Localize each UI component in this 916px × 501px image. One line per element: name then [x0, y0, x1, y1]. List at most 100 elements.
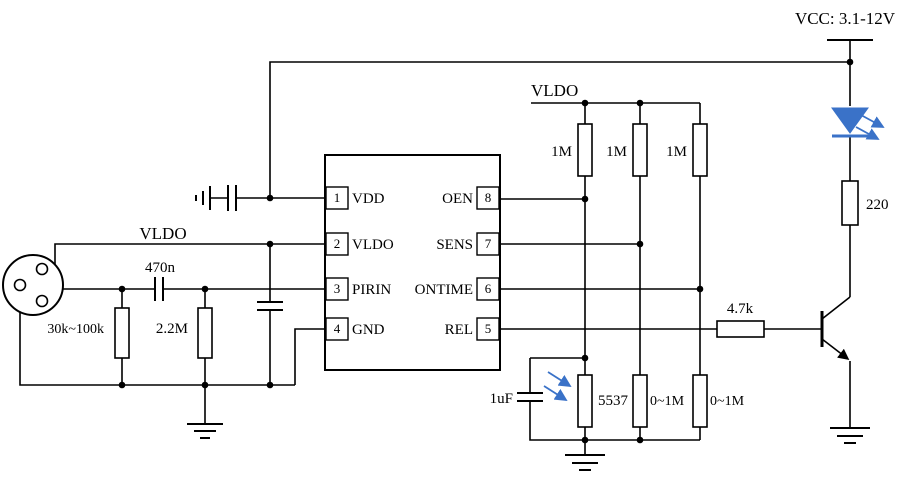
junction-dot [266, 240, 274, 248]
ground-symbol-right [830, 427, 870, 444]
resistor-body [577, 123, 593, 177]
pin-number: 3 [334, 281, 341, 296]
junction-dot [201, 285, 209, 293]
capacitor-value: 470n [145, 260, 176, 276]
resistor-value: 1M [666, 144, 687, 160]
ic-pin-7-sens: 7 SENS [436, 232, 500, 256]
junction-dot [581, 195, 589, 203]
npn-transistor [820, 296, 851, 361]
vcc-label: VCC: 3.1-12V [795, 9, 896, 28]
resistor-body [632, 123, 648, 177]
photoresistor-5537: 5537 [543, 371, 629, 428]
led-light-arrow [860, 114, 885, 128]
photoresistor-value: 5537 [598, 393, 629, 409]
led-light-arrow [855, 126, 880, 140]
ic-pin-5-rel: 5 REL [445, 317, 500, 341]
pin-name: GND [352, 322, 385, 338]
junction-dot [636, 436, 644, 444]
pin-number: 5 [485, 321, 492, 336]
pin-name: ONTIME [415, 282, 473, 298]
pin-box [476, 277, 500, 301]
capacitor-470n: 470n [145, 260, 176, 301]
pin-box [476, 186, 500, 210]
trimmer-value: 0~1M [710, 394, 745, 409]
resistor-30k-100k: 30k~100k [47, 307, 130, 359]
junction-dot [696, 285, 704, 293]
resistor-body [197, 307, 213, 359]
ic-body [324, 154, 501, 371]
junction-dots [118, 58, 854, 444]
junction-dot [636, 99, 644, 107]
resistor-1m-b: 1M [606, 123, 648, 177]
ground-symbol-middle [565, 454, 605, 471]
resistor-value: 2.2M [156, 321, 188, 337]
capacitor-value: 1uF [490, 391, 513, 407]
pir-pin [13, 278, 27, 292]
pin-box [325, 317, 349, 341]
ic-pin-2-vldo: 2 VLDO [325, 232, 394, 256]
junction-dot [846, 58, 854, 66]
led [831, 107, 885, 140]
vldo-net-label-left: VLDO [139, 224, 186, 243]
pir-sensor [2, 254, 64, 316]
capacitor-1uf: 1uF [490, 391, 543, 407]
pin-name: VDD [352, 191, 385, 207]
pin-number: 7 [485, 236, 492, 251]
resistor-value: 1M [551, 144, 572, 160]
junction-dot [636, 240, 644, 248]
pin-box [476, 232, 500, 256]
pin-number: 6 [485, 281, 492, 296]
pin-name: OEN [442, 191, 473, 207]
trimmer-b: 0~1M [692, 374, 745, 428]
junction-dot [266, 381, 274, 389]
transistor-collector [821, 296, 851, 320]
junction-dot [581, 99, 589, 107]
pir-pin [35, 294, 49, 308]
pin-name: VLDO [352, 237, 394, 253]
trimmer-body [692, 374, 708, 428]
resistor-value: 4.7k [727, 301, 754, 317]
pin-name: REL [445, 322, 473, 338]
ic-pin-8-oen: 8 OEN [442, 186, 500, 210]
trimmer-body [632, 374, 648, 428]
capacitor-filter-left [257, 301, 283, 311]
resistor-body [692, 123, 708, 177]
resistor-1m-c: 1M [666, 123, 708, 177]
decoupling-cap-and-ground [195, 185, 237, 211]
wire-network [19, 39, 873, 455]
ic-pin-4-gnd: 4 GND [325, 317, 385, 341]
resistor-1m-a: 1M [551, 123, 593, 177]
wires-left [19, 61, 850, 424]
resistor-value: 30k~100k [47, 322, 104, 337]
pin-box [325, 186, 349, 210]
photoresistor-body [577, 374, 593, 428]
light-arrow [547, 371, 572, 388]
pin-box [325, 232, 349, 256]
transistor-emitter [821, 338, 850, 361]
resistor-body [716, 320, 765, 338]
pin-name: PIRIN [352, 282, 391, 298]
vldo-net-label-top: VLDO [531, 81, 578, 100]
resistor-value: 1M [606, 144, 627, 160]
pin-number: 1 [334, 190, 341, 205]
pir-body [2, 254, 64, 316]
resistor-2m2: 2.2M [156, 307, 213, 359]
ground-symbol-left [187, 423, 223, 439]
pin-number: 2 [334, 236, 341, 251]
resistor-value: 220 [866, 197, 889, 213]
resistor-4k7: 4.7k [716, 301, 765, 338]
led-triangle [831, 107, 869, 134]
pin-number: 8 [485, 190, 492, 205]
junction-dot [118, 285, 126, 293]
light-arrow [543, 385, 568, 402]
junction-dot [581, 436, 589, 444]
pin-name: SENS [436, 237, 473, 253]
resistor-220: 220 [841, 180, 889, 226]
resistor-body [841, 180, 859, 226]
junction-dot [581, 354, 589, 362]
ic-pin-3-pirin: 3 PIRIN [325, 277, 391, 301]
pin-number: 4 [334, 321, 341, 336]
trimmer-a: 0~1M [632, 374, 685, 428]
